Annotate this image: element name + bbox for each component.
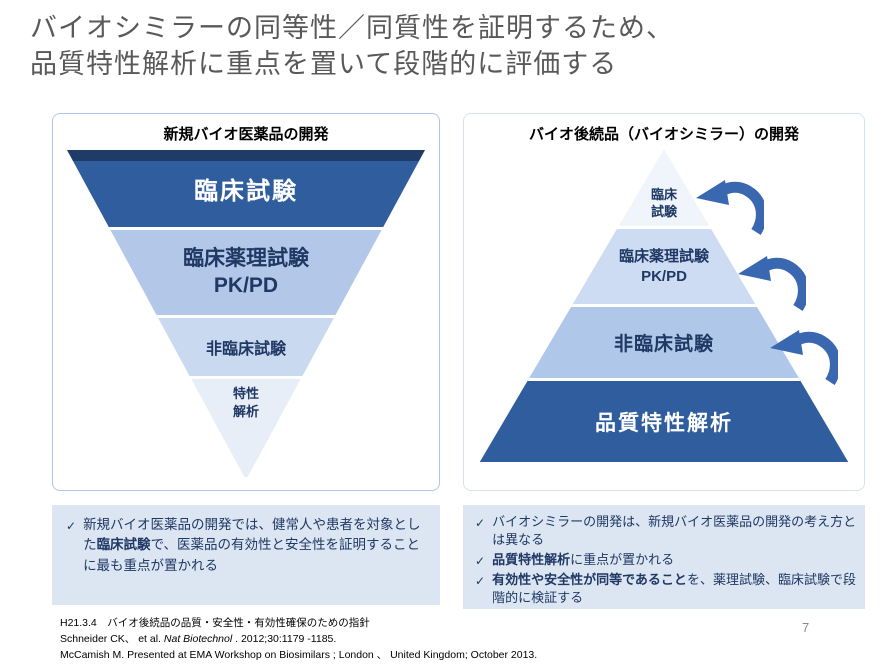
slide-title: バイオシミラーの同等性／同質性を証明するため、 品質特性解析に重点を置いて段階的… — [30, 10, 674, 83]
references: H21.3.4 バイオ後続品の品質・安全性・有効性確保のための指針 Schnei… — [60, 616, 537, 663]
check-icon: ✓ — [66, 519, 77, 533]
note-bullet: ✓ 有効性や安全性が同等であることを、薬理試験、臨床試験で段階的に検証する — [475, 571, 857, 607]
inverted-pyramid: 臨床試験 臨床薬理試験 PK/PD 非臨床試験 特性 解析 — [67, 150, 425, 480]
band-label: 臨床 — [650, 187, 677, 203]
note-bullet-text: バイオシミラーの開発は、新規バイオ医薬品の開発の考え方とは異なる — [492, 514, 857, 547]
curved-arrow-icon — [738, 256, 806, 311]
band-label: 解析 — [232, 403, 259, 419]
check-icon: ✓ — [475, 574, 486, 589]
curved-arrow-icon — [696, 180, 764, 235]
reference-line: H21.3.4 バイオ後続品の品質・安全性・有効性確保のための指針 — [60, 617, 370, 629]
left-panel-header: 新規バイオ医薬品の開発 — [163, 126, 329, 143]
band-label: 非臨床試験 — [205, 341, 286, 358]
note-bullet-text: 品質特性解析に重点が置かれる — [492, 551, 675, 567]
pyramid-band-characterization: 特性 解析 — [67, 376, 425, 477]
pyramid-band-nonclinical: 非臨床試験 — [67, 315, 425, 376]
curved-arrow-icon — [770, 330, 838, 385]
left-note-list: ✓ 新規バイオ医薬品の開発では、健常人や患者を対象とした臨床試験で、医薬品の有効… — [66, 515, 430, 576]
slide-title-line1: バイオシミラーの同等性／同質性を証明するため、 — [30, 13, 674, 43]
band-label: 非臨床試験 — [613, 334, 714, 355]
band-label: 試験 — [650, 204, 677, 220]
note-bullet-text: 有効性や安全性が同等であることを、薬理試験、臨床試験で段階的に検証する — [492, 572, 856, 606]
check-icon: ✓ — [475, 553, 486, 568]
check-icon: ✓ — [475, 516, 486, 530]
right-note-box: ✓ バイオシミラーの開発は、新規バイオ医薬品の開発の考え方とは異なる ✓ 品質特… — [463, 505, 865, 609]
note-bullet: ✓ バイオシミラーの開発は、新規バイオ医薬品の開発の考え方とは異なる — [475, 513, 857, 549]
band-label: 特性 — [232, 386, 259, 401]
pyramid-band-clinical-trials: 臨床試験 — [67, 150, 425, 227]
pyramid-band-clinical-pharmacology: 臨床薬理試験 PK/PD — [67, 227, 425, 315]
slide-title-line2: 品質特性解析に重点を置いて段階的に評価する — [30, 49, 618, 80]
page-number: 7 — [802, 620, 810, 635]
band-label: PK/PD — [641, 267, 687, 285]
left-panel: 新規バイオ医薬品の開発 臨床試験 臨床薬理試験 PK/PD 非臨床試験 特性 解… — [52, 113, 440, 491]
band-label: 臨床薬理試験 — [618, 248, 709, 265]
note-bullet-text: 新規バイオ医薬品の開発では、健常人や患者を対象とした臨床試験で、医薬品の有効性と… — [83, 517, 421, 573]
pyramid-band-quality-characterization: 品質特性解析 — [478, 378, 850, 462]
reference-line: McCamish M. Presented at EMA Workshop on… — [60, 648, 538, 661]
right-panel: バイオ後続品（バイオシミラー）の開発 臨床 試験 臨床薬理試験 PK/PD 非臨… — [463, 113, 865, 491]
pyramid-band-clinical-trials: 臨床 試験 — [478, 149, 850, 226]
band-label: 品質特性解析 — [595, 411, 733, 435]
band-label: PK/PD — [213, 273, 279, 297]
right-panel-header: バイオ後続品（バイオシミラー）の開発 — [528, 126, 799, 143]
band-label: 臨床薬理試験 — [183, 247, 309, 271]
right-note-list: ✓ バイオシミラーの開発は、新規バイオ医薬品の開発の考え方とは異なる ✓ 品質特… — [475, 513, 857, 607]
note-bullet: ✓ 新規バイオ医薬品の開発では、健常人や患者を対象とした臨床試験で、医薬品の有効… — [66, 515, 430, 576]
note-bullet: ✓ 品質特性解析に重点が置かれる — [475, 551, 857, 570]
reference-line: Schneider CK、 et al. Nat Biotechnol . 20… — [60, 632, 337, 645]
left-note-box: ✓ 新規バイオ医薬品の開発では、健常人や患者を対象とした臨床試験で、医薬品の有効… — [52, 505, 440, 605]
band-label: 臨床試験 — [194, 178, 298, 205]
